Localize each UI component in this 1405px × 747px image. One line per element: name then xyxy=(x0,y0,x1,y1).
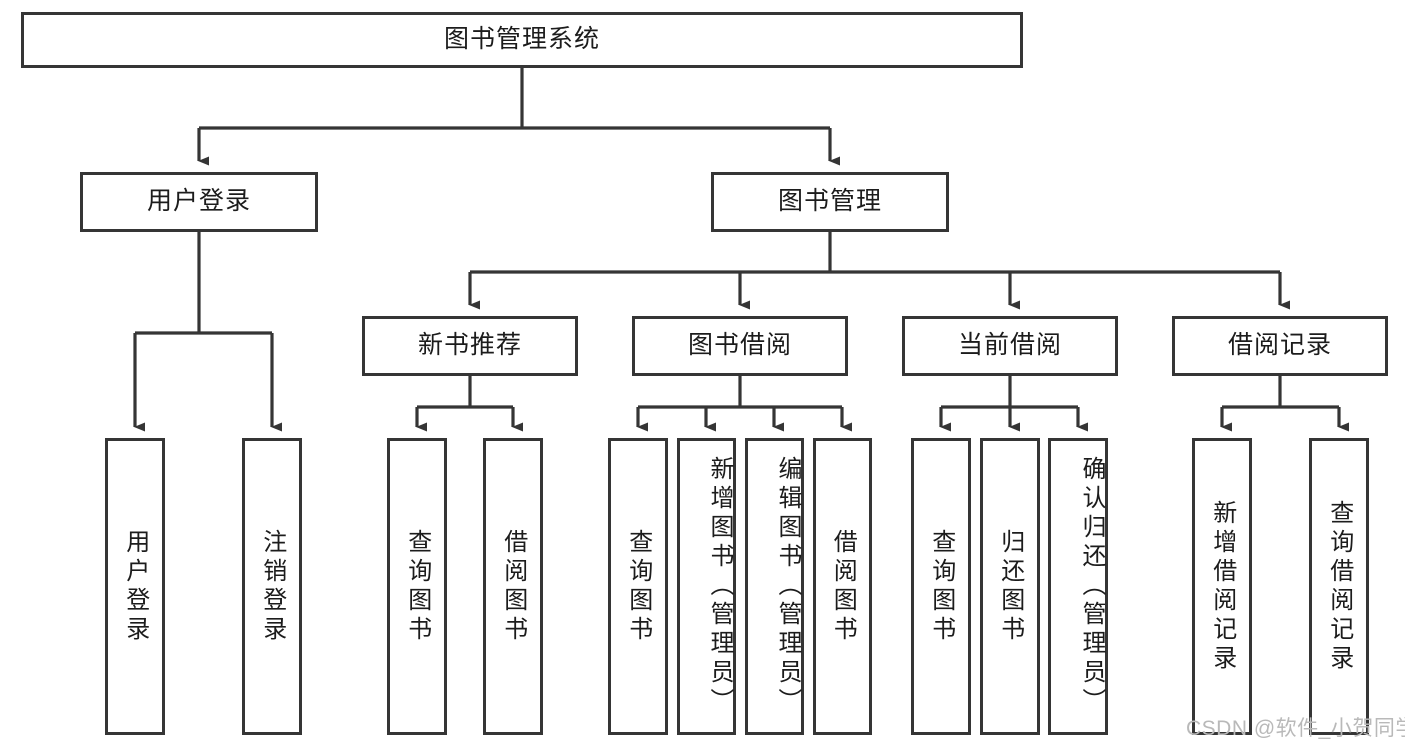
node-book-management-label: 图书管理 xyxy=(777,187,882,216)
node-leaf-user-login-label: 用户登录 xyxy=(121,528,149,645)
node-leaf-query-book-2-label: 查询图书 xyxy=(624,528,652,645)
node-leaf-query-borrow-record[interactable]: 查询借阅记录 xyxy=(1309,438,1369,735)
csdn-watermark: CSDN @软件_小贺同学 xyxy=(1186,717,1405,740)
node-user-login-label: 用户登录 xyxy=(146,187,251,216)
node-leaf-return-book[interactable]: 归还图书 xyxy=(980,438,1040,735)
node-leaf-add-book-admin[interactable]: 新增图书（管理员） xyxy=(677,438,736,735)
node-leaf-query-book-1-label: 查询图书 xyxy=(403,528,431,645)
node-root[interactable]: 图书管理系统 xyxy=(21,12,1023,68)
node-leaf-query-borrow-record-label: 查询借阅记录 xyxy=(1325,499,1353,674)
node-leaf-query-book-3[interactable]: 查询图书 xyxy=(911,438,971,735)
node-leaf-borrow-book-2[interactable]: 借阅图书 xyxy=(813,438,872,735)
node-leaf-confirm-return-admin[interactable]: 确认归还（管理员） xyxy=(1048,438,1108,735)
node-book-borrow-label: 图书借阅 xyxy=(687,331,792,360)
node-leaf-return-book-label: 归还图书 xyxy=(996,528,1024,645)
node-user-login[interactable]: 用户登录 xyxy=(80,172,318,232)
node-leaf-query-book-2[interactable]: 查询图书 xyxy=(608,438,668,735)
node-new-book-recommend[interactable]: 新书推荐 xyxy=(362,316,578,376)
node-book-borrow[interactable]: 图书借阅 xyxy=(632,316,848,376)
node-leaf-borrow-book-1-label: 借阅图书 xyxy=(499,528,527,645)
node-book-management[interactable]: 图书管理 xyxy=(711,172,949,232)
node-borrow-record-label: 借阅记录 xyxy=(1227,331,1332,360)
node-leaf-query-book-3-label: 查询图书 xyxy=(927,528,955,645)
node-borrow-record[interactable]: 借阅记录 xyxy=(1172,316,1388,376)
node-leaf-borrow-book-1[interactable]: 借阅图书 xyxy=(483,438,543,735)
node-leaf-add-borrow-record-label: 新增借阅记录 xyxy=(1208,499,1236,674)
node-leaf-query-book-1[interactable]: 查询图书 xyxy=(387,438,447,735)
node-new-book-recommend-label: 新书推荐 xyxy=(417,331,522,360)
node-root-label: 图书管理系统 xyxy=(443,25,600,54)
node-current-borrow-label: 当前借阅 xyxy=(957,331,1062,360)
node-current-borrow[interactable]: 当前借阅 xyxy=(902,316,1118,376)
node-leaf-confirm-return-admin-label: 确认归还（管理员） xyxy=(1078,456,1105,717)
node-leaf-logout-login[interactable]: 注销登录 xyxy=(242,438,302,735)
node-leaf-edit-book-admin-label: 编辑图书（管理员） xyxy=(774,456,801,717)
node-leaf-user-login[interactable]: 用户登录 xyxy=(105,438,165,735)
node-leaf-edit-book-admin[interactable]: 编辑图书（管理员） xyxy=(745,438,804,735)
node-leaf-logout-login-label: 注销登录 xyxy=(258,528,286,645)
node-leaf-borrow-book-2-label: 借阅图书 xyxy=(829,528,857,645)
node-leaf-add-borrow-record[interactable]: 新增借阅记录 xyxy=(1192,438,1252,735)
node-leaf-add-book-admin-label: 新增图书（管理员） xyxy=(706,456,733,717)
